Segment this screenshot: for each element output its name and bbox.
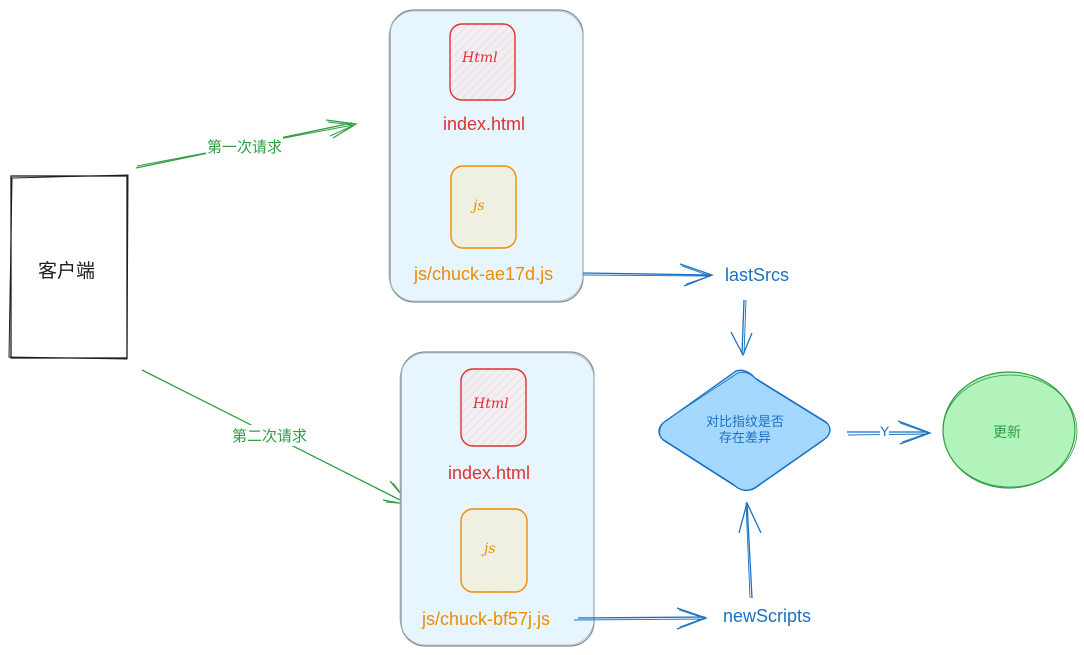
update-circle[interactable] — [942, 371, 1078, 489]
decision-text: 对比指纹是否存在差异 — [705, 414, 784, 445]
html-file-icon-2[interactable] — [460, 368, 527, 447]
js-file-icon-2[interactable] — [460, 508, 528, 593]
arrow-new-scripts-to-decision — [738, 501, 762, 599]
arrow-to-last-srcs — [582, 263, 714, 287]
update-label: 更新 — [993, 424, 1021, 440]
yes-label: Y — [880, 423, 890, 439]
js-filename-2: js/chuck-bf57j.js — [422, 609, 551, 629]
html-icon-text-1: Html — [462, 50, 498, 66]
new-scripts-label: newScripts — [723, 606, 812, 626]
arrow-to-new-scripts — [573, 607, 708, 630]
arrow-last-srcs-to-decision — [730, 299, 753, 357]
client-label: 客户端 — [38, 261, 96, 282]
js-icon-text-1: js — [473, 198, 485, 214]
js-filename-1: js/chuck-ae17d.js — [414, 264, 554, 284]
decision-diamond[interactable] — [658, 369, 831, 492]
html-icon-text-2: Html — [473, 396, 509, 412]
html-file-icon-1[interactable] — [449, 23, 516, 101]
html-filename-2: index.html — [448, 463, 531, 483]
js-file-icon-1[interactable] — [450, 165, 517, 249]
first-response-container — [388, 9, 584, 303]
first-request-label: 第一次请求 — [206, 136, 284, 157]
last-srcs-label: lastSrcs — [725, 265, 790, 285]
client-box[interactable] — [8, 174, 129, 360]
html-filename-1: index.html — [443, 114, 526, 134]
second-request-label: 第二次请求 — [231, 425, 309, 446]
js-icon-text-2: js — [484, 541, 496, 557]
second-response-container — [399, 351, 595, 647]
